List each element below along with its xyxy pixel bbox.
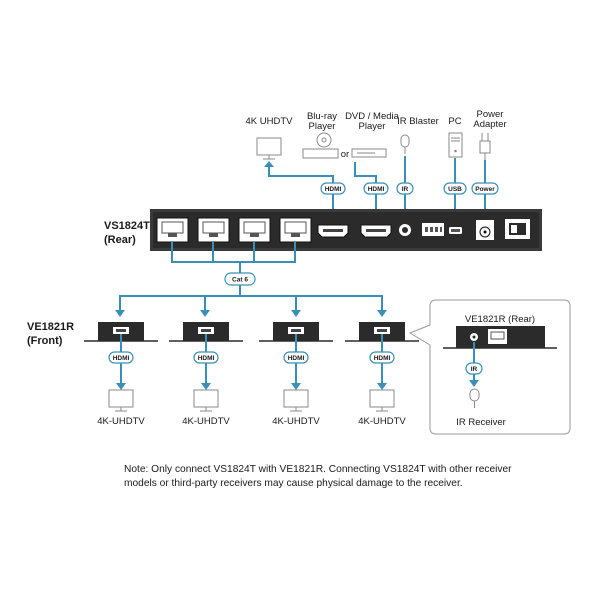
inset-receiver-rear (443, 326, 557, 349)
cat6-pill: Cat 6 (224, 272, 256, 286)
output-arrow-3 (291, 383, 301, 390)
hdmi-port-1 (317, 224, 349, 238)
dvd-label-line1: DVD / Media (345, 111, 400, 122)
power-adapter-icon (479, 133, 491, 160)
transmitter-sub: (Rear) (104, 234, 136, 246)
tv-output-label-2: 4K-UHDTV (182, 416, 230, 427)
svg-text:HDMI: HDMI (325, 186, 342, 193)
cat6-arrow-4 (377, 310, 387, 317)
output-arrow-4 (377, 383, 387, 390)
output-hdmi-pill-1: HDMI (108, 351, 134, 364)
tv-output-label-4: 4K-UHDTV (358, 416, 406, 427)
note-line-1: Note: Only connect VS1824T with VE1821R.… (124, 464, 512, 475)
tv-output-icon-3 (283, 389, 309, 412)
svg-text:Power: Power (475, 186, 495, 193)
tv-top-cable (268, 166, 334, 218)
svg-text:HDMI: HDMI (288, 355, 305, 362)
bluray-cable (354, 162, 377, 220)
tv-top-icon (256, 137, 282, 160)
tv-output-icon-2 (193, 389, 219, 412)
transmitter-rear-panel (150, 209, 542, 251)
svg-text:HDMI: HDMI (198, 355, 215, 362)
usb-pill: USB (443, 182, 467, 195)
ir-jack-port (399, 224, 411, 236)
usb-port (449, 227, 462, 234)
hdmi-pill-2: HDMI (363, 182, 389, 195)
serial-port (422, 223, 444, 236)
receiver-unit-1 (84, 322, 158, 342)
svg-text:HDMI: HDMI (368, 186, 385, 193)
ir-receiver-arrow (469, 380, 479, 387)
inset-ir-pill: IR (465, 362, 483, 375)
power-jack (476, 220, 494, 240)
bluray-label-line2: Player (309, 121, 336, 132)
cat6-bus-bottom (119, 295, 383, 312)
output-hdmi-pill-4: HDMI (369, 351, 395, 364)
cat6-bus-top (171, 242, 296, 263)
ir-receiver-label: IR Receiver (456, 417, 506, 428)
tv-top-arrow (264, 161, 274, 167)
rj45-port-2 (197, 217, 230, 243)
rj45-port-4 (279, 217, 312, 243)
output-arrow-2 (201, 383, 211, 390)
cat6-arrow-1 (115, 310, 125, 317)
ir-blaster-label: IR Blaster (397, 116, 439, 127)
dvd-player-icon (351, 148, 387, 158)
tv-output-icon-1 (108, 389, 134, 412)
transmitter-name: VS1824T (104, 220, 150, 232)
receiver-sub: (Front) (27, 335, 63, 347)
rj45-port-3 (238, 217, 271, 243)
output-hdmi-pill-2: HDMI (193, 351, 219, 364)
tv-output-icon-4 (369, 389, 395, 412)
power-label-line2: Adapter (473, 119, 506, 130)
svg-text:HDMI: HDMI (374, 355, 391, 362)
ir-receiver-icon (469, 388, 480, 408)
svg-text:Cat 6: Cat 6 (232, 277, 248, 284)
bluray-player-icon (302, 132, 339, 159)
pc-icon (448, 132, 463, 158)
tv-output-label-3: 4K-UHDTV (272, 416, 320, 427)
note-line-2: models or third-party receivers may caus… (124, 478, 463, 489)
hdmi-port-2 (360, 224, 392, 238)
bluray-label-line1: Blu-ray (307, 111, 337, 122)
dvd-label-line2: Player (359, 121, 386, 132)
svg-text:IR: IR (471, 366, 478, 373)
output-hdmi-pill-3: HDMI (283, 351, 309, 364)
rj45-port-1 (156, 217, 189, 243)
power-switch (505, 219, 530, 239)
power-pill: Power (471, 182, 499, 195)
ir-blaster-icon (400, 134, 410, 154)
tv-top-label: 4K UHDTV (246, 116, 294, 127)
cat6-arrow-3 (291, 310, 301, 317)
cat6-arrow-2 (200, 310, 210, 317)
pc-label: PC (448, 116, 461, 127)
receiver-name: VE1821R (27, 321, 74, 333)
inset-title: VE1821R (Rear) (465, 314, 535, 325)
or-text: or (341, 149, 349, 160)
svg-text:IR: IR (402, 186, 409, 193)
ir-pill: IR (396, 182, 414, 195)
output-arrow-1 (116, 383, 126, 390)
svg-text:HDMI: HDMI (113, 355, 130, 362)
hdmi-pill-1: HDMI (320, 182, 346, 195)
power-label-line1: Power (477, 109, 504, 120)
tv-output-label-1: 4K-UHDTV (97, 416, 145, 427)
svg-text:USB: USB (448, 186, 462, 193)
